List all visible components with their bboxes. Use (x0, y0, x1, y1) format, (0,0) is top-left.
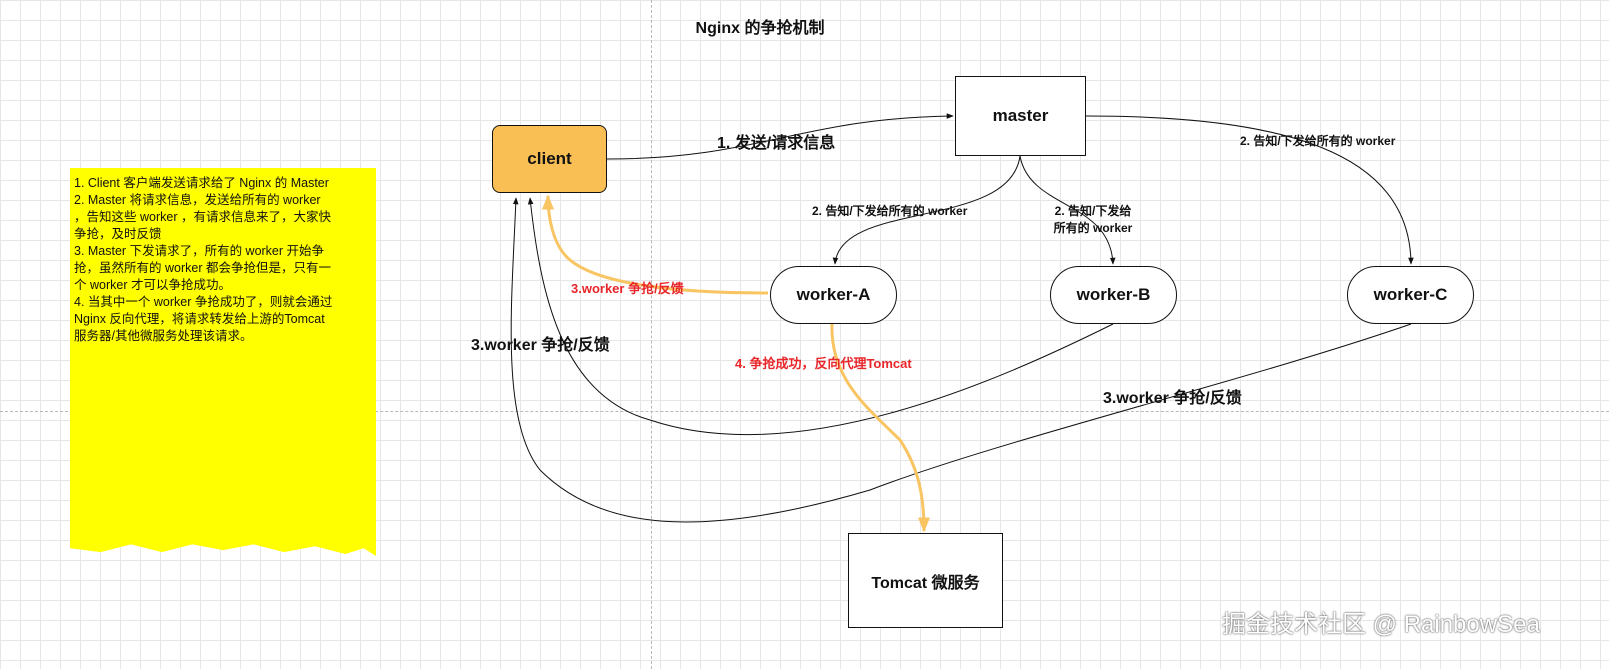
label-master-to-worker-a: 2. 告知/下发给所有的 worker (812, 204, 968, 218)
edge-worker-c-to-client (510, 197, 1412, 523)
label-master-to-worker-b-line2: 所有的 worker (1053, 221, 1133, 235)
tomcat-label: Tomcat 微服务 (871, 574, 980, 592)
diagram-title: Nginx 的争抢机制 (695, 20, 825, 37)
note-line: Nginx 反向代理，将请求转发给上游的Tomcat (74, 312, 325, 326)
sticky-note: 1. Client 客户端发送请求给了 Nginx 的 Master 2. Ma… (70, 168, 376, 556)
edge-client-to-master (606, 113, 954, 160)
worker-b-label: worker-B (1076, 285, 1151, 304)
note-line: 争抢，及时反馈 (74, 227, 162, 241)
worker-b-node: worker-B (1050, 266, 1177, 324)
watermark: 掘金技术社区 @ RainbowSea (1222, 611, 1540, 638)
worker-a-label: worker-A (796, 285, 871, 304)
label-master-to-worker-b-line1: 2. 告知/下发给 (1054, 204, 1132, 218)
edge-master-to-worker-b (1019, 155, 1116, 265)
worker-c-label: worker-C (1373, 285, 1448, 304)
master-label: master (992, 106, 1049, 125)
edge-worker-a-to-tomcat (830, 323, 930, 533)
horizontal-guide-line (0, 411, 1609, 412)
label-worker-c-to-client: 3.worker 争抢/反馈 (1103, 390, 1242, 407)
label-master-to-worker-c: 2. 告知/下发给所有的 worker (1240, 134, 1396, 148)
edge-worker-b-to-client (527, 197, 1114, 436)
label-worker-b-to-client: 3.worker 争抢/反馈 (471, 337, 610, 354)
note-line: ，告知这些 worker ，有请求信息来了，大家快 (74, 210, 331, 224)
worker-a-node: worker-A (770, 266, 897, 324)
label-master-to-worker-b: 2. 告知/下发给 所有的 worker (1038, 203, 1148, 237)
note-line: 个 worker 才可以争抢成功。 (74, 278, 231, 292)
tomcat-node: Tomcat 微服务 (848, 533, 1003, 628)
client-label: client (527, 149, 572, 168)
note-line: 2. Master 将请求信息，发送给所有的 worker (74, 193, 321, 207)
edge-master-to-worker-c (1085, 115, 1414, 265)
edge-worker-a-to-client (542, 194, 769, 295)
master-node: master (955, 76, 1086, 156)
edge-master-to-worker-a (832, 155, 1021, 265)
label-client-to-master: 1. 发送/请求信息 (717, 135, 836, 152)
client-node: client (492, 125, 607, 193)
note-line: 服务器/其他微服务处理该请求。 (74, 329, 253, 343)
vertical-guide-line (651, 0, 652, 669)
label-worker-a-to-client: 3.worker 争抢/反馈 (571, 281, 684, 296)
worker-c-node: worker-C (1347, 266, 1474, 324)
note-line: 3. Master 下发请求了，所有的 worker 开始争 (74, 244, 325, 258)
note-line: 抢，虽然所有的 worker 都会争抢但是，只有一 (74, 261, 331, 275)
note-line: 1. Client 客户端发送请求给了 Nginx 的 Master (74, 176, 329, 190)
label-worker-a-to-tomcat: 4. 争抢成功，反向代理Tomcat (735, 356, 912, 371)
note-line: 4. 当其中一个 worker 争抢成功了，则就会通过 (74, 295, 333, 309)
